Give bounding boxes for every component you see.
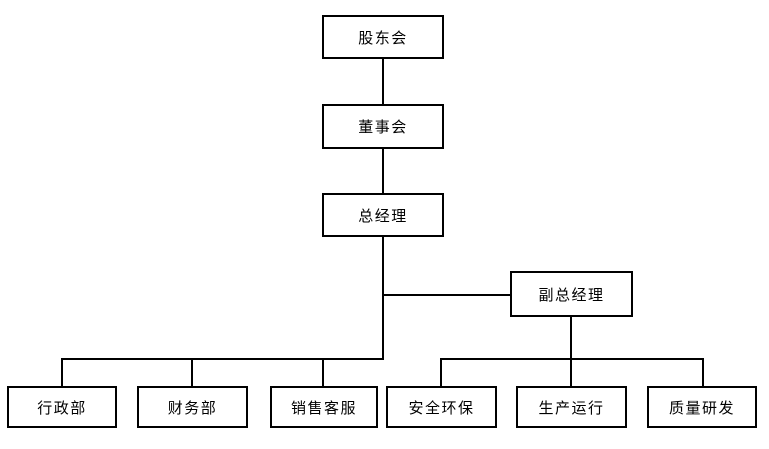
node-deputy-general-manager: 副总经理 — [510, 271, 633, 317]
node-board: 董事会 — [322, 104, 444, 149]
node-admin-dept: 行政部 — [7, 386, 117, 428]
connector-gm-dgm-branch — [383, 294, 510, 296]
connector-stub-finance — [191, 358, 193, 386]
connector-stub-admin — [61, 358, 63, 386]
node-safety-environment: 安全环保 — [386, 386, 497, 428]
connector-stub-sales — [322, 358, 324, 386]
connector-board-gm — [382, 149, 384, 193]
node-production-operation: 生产运行 — [516, 386, 627, 428]
node-quality-rd: 质量研发 — [647, 386, 757, 428]
node-shareholders: 股东会 — [322, 15, 444, 59]
connector-stub-quality — [702, 358, 704, 386]
connector-gm-downline — [382, 237, 384, 360]
connector-shareholders-board — [382, 59, 384, 104]
node-general-manager: 总经理 — [322, 193, 444, 237]
node-sales-service: 销售客服 — [270, 386, 378, 428]
connector-stub-safety — [440, 358, 442, 386]
node-finance-dept: 财务部 — [137, 386, 248, 428]
connector-left-bus — [61, 358, 384, 360]
connector-dgm-downline — [570, 317, 572, 386]
connector-right-bus — [440, 358, 704, 360]
